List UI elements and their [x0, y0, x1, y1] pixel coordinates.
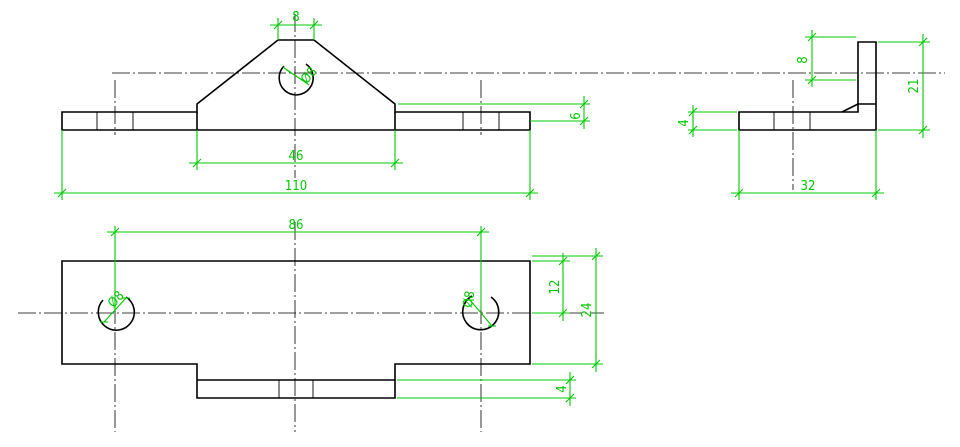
top-hole-left — [97, 296, 136, 331]
dim-hole-right: Ø8 — [461, 290, 479, 309]
center-lines — [18, 14, 945, 432]
dim-side-depth: 32 — [801, 179, 816, 194]
dim-hole-left: Ø8 — [105, 288, 127, 310]
dim-overall-length: 110 — [285, 179, 307, 194]
dim-hole-offset: 12 — [548, 280, 563, 295]
dimension-lines — [54, 18, 930, 406]
dim-boss-width: 46 — [289, 149, 304, 164]
dimension-labels: 8 Ø8 6 46 110 8 21 4 32 86 Ø8 Ø8 12 24 4 — [105, 10, 922, 393]
top-hole-right — [461, 295, 500, 331]
dim-side-height: 21 — [907, 79, 922, 94]
dim-slot-width: 8 — [292, 10, 299, 25]
side-outline — [738, 41, 877, 131]
dim-side-thickness: 4 — [677, 119, 692, 126]
front-hole — [278, 63, 314, 96]
dim-side-height-top: 8 — [796, 56, 811, 63]
dim-hole-spacing: 86 — [289, 218, 304, 233]
front-view — [61, 39, 531, 131]
top-outline — [61, 260, 531, 399]
front-outline — [61, 39, 531, 131]
dim-plate-thickness: 6 — [569, 112, 584, 119]
dim-hole-front: Ø8 — [298, 65, 320, 87]
top-view — [61, 260, 531, 399]
dim-plan-width: 24 — [580, 303, 595, 318]
dim-tab-depth: 4 — [555, 385, 570, 392]
side-view — [738, 41, 877, 131]
